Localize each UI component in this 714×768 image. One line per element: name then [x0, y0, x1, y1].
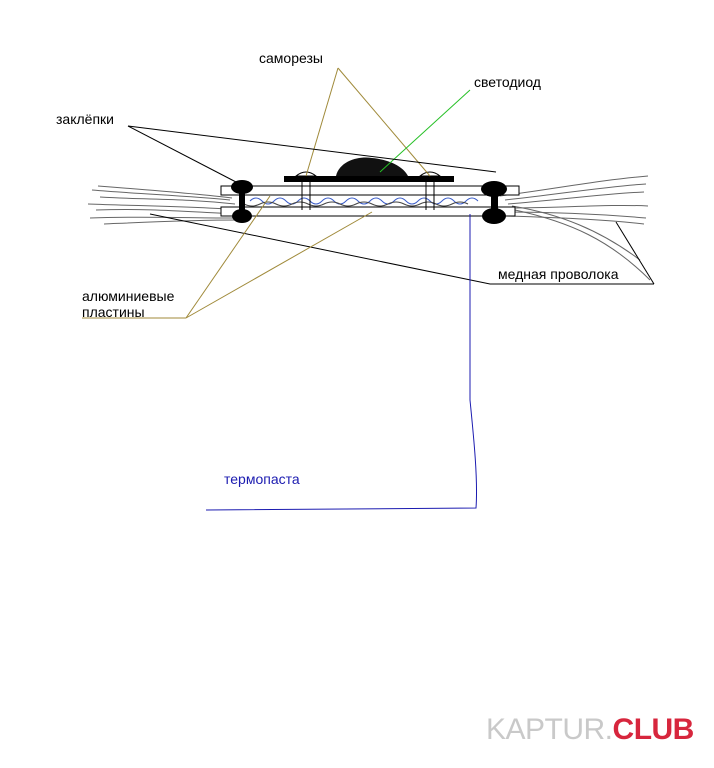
- led-dome: [336, 157, 408, 176]
- leader-termopasta: [205, 214, 478, 511]
- leader-samorezy-left: [305, 67, 339, 177]
- aluminium-plate-top: [220, 185, 520, 196]
- leader-mednaya-right: [615, 221, 655, 285]
- screw-right: [418, 171, 442, 210]
- label-mednaya-provoloka: медная проволока: [498, 266, 619, 282]
- copper-wire-left: [87, 185, 241, 225]
- label-termopasta: термопаста: [224, 471, 300, 487]
- leader-samorezy-right: [337, 67, 431, 177]
- leader-lines: [82, 67, 655, 511]
- aluminium-plate-bottom: [220, 206, 516, 217]
- label-samorezy: саморезы: [259, 50, 323, 66]
- watermark-part1: KAPTUR.: [486, 713, 613, 746]
- rivet-right: [481, 181, 507, 224]
- copper-wire-squiggle-2: [243, 201, 469, 207]
- label-svetodiod: светодиод: [474, 74, 541, 90]
- copper-wire-right: [499, 175, 651, 281]
- leader-zaklepki-right: [127, 125, 497, 173]
- leader-svetodiod: [379, 89, 471, 173]
- watermark-logo: KAPTUR.CLUB: [486, 713, 694, 747]
- copper-wire-squiggle: [249, 197, 479, 205]
- label-aluminievye-plastiny: алюминиевые пластины: [82, 288, 175, 320]
- leader-zaklepki-left: [127, 125, 237, 183]
- watermark-part2: CLUB: [612, 713, 695, 746]
- leader-mednaya-left: [149, 213, 654, 285]
- led-mounting-plate: [284, 176, 454, 182]
- leader-aluminium-top: [185, 195, 271, 319]
- label-zaklepki: заклёпки: [56, 111, 114, 127]
- rivet-left: [231, 180, 253, 223]
- leader-aluminium-bottom: [185, 211, 373, 319]
